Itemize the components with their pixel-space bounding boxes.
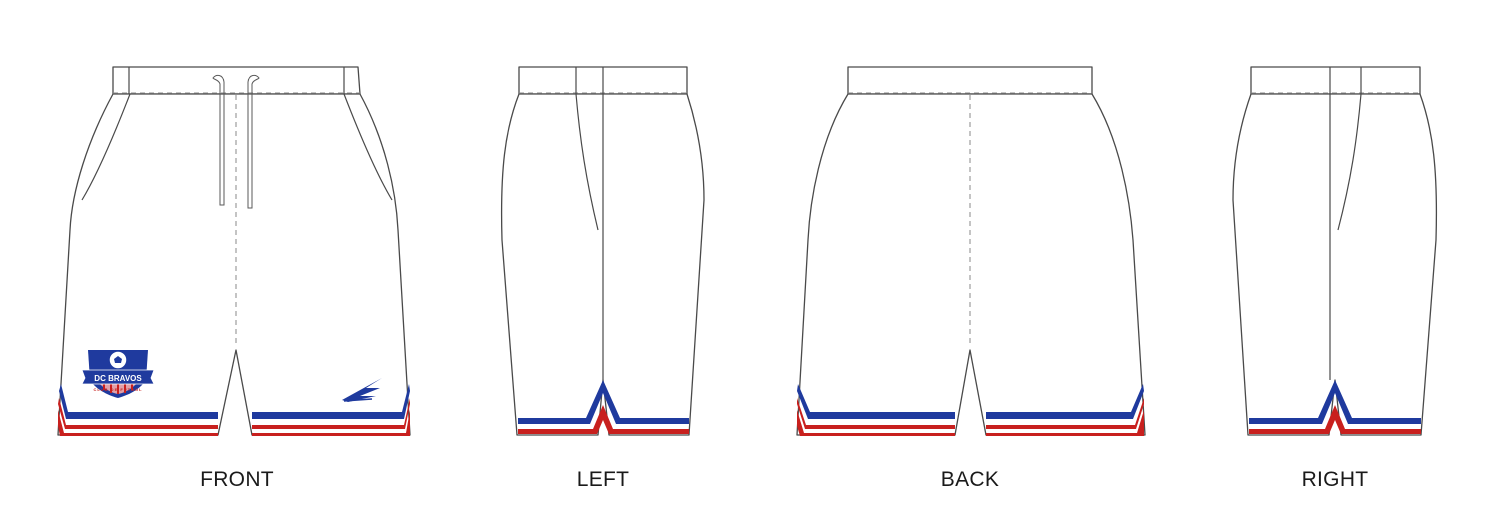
front-body (57, 93, 411, 436)
front-left-pocket (81, 93, 131, 201)
right-hem-stripes (1249, 380, 1421, 434)
front-view: DC BRAVOS CLUB DE FUTBOL (57, 66, 411, 436)
left-pocket (575, 93, 599, 231)
right-body (1232, 93, 1438, 436)
crest-tagline: CLUB DE FUTBOL (93, 387, 142, 392)
crest-name: DC BRAVOS (94, 374, 142, 383)
right-pocket (1337, 93, 1362, 231)
right-view (1232, 66, 1438, 436)
label-left: LEFT (576, 468, 630, 491)
left-hem-stripes (518, 380, 689, 434)
back-body (796, 93, 1146, 436)
back-waistband (847, 66, 1093, 95)
club-crest-logo: DC BRAVOS CLUB DE FUTBOL (81, 350, 155, 398)
label-right: RIGHT (1301, 468, 1369, 491)
left-view (500, 66, 705, 436)
back-hem-stripes (797, 384, 1144, 436)
back-view (796, 66, 1146, 436)
front-drawcord (212, 74, 260, 209)
brand-trident-icon (342, 378, 382, 402)
label-front: FRONT (200, 468, 274, 491)
label-back: BACK (940, 468, 1000, 491)
front-right-pocket (343, 93, 393, 201)
front-waistband (112, 66, 361, 95)
front-hem-stripes (58, 384, 410, 436)
right-waistband (1250, 66, 1421, 95)
